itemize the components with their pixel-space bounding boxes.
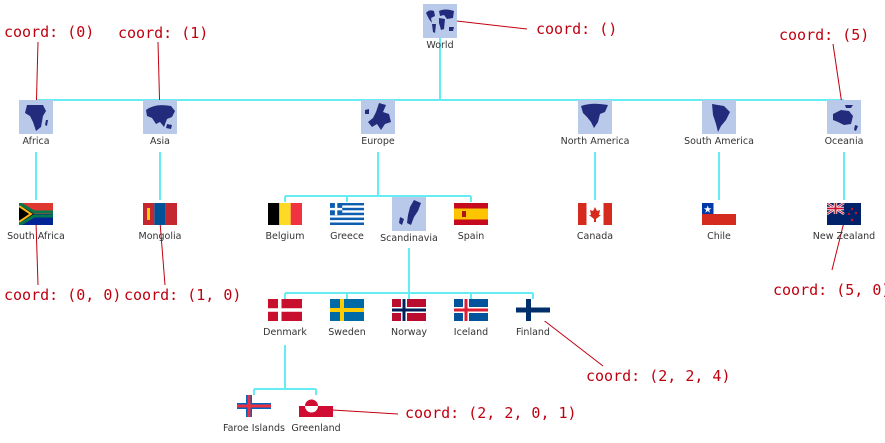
oceania-map-icon xyxy=(827,100,861,134)
node-label: Oceania xyxy=(824,136,864,147)
node-label: Mongolia xyxy=(138,231,182,242)
node-south-america[interactable]: South America xyxy=(674,100,764,147)
node-faroe-islands[interactable]: Faroe Islands xyxy=(209,389,299,434)
node-europe[interactable]: Europe xyxy=(333,100,423,147)
node-label: New Zealand xyxy=(812,231,876,242)
south-africa-flag-icon xyxy=(19,203,53,225)
africa-map-icon xyxy=(19,100,53,134)
norway-flag-icon xyxy=(392,299,426,321)
node-label: Belgium xyxy=(265,231,305,242)
node-label: South Africa xyxy=(7,231,65,242)
node-label: North America xyxy=(560,136,630,147)
annotation-finland: coord: (2, 2, 4) xyxy=(586,367,731,385)
spain-flag-icon xyxy=(454,203,488,225)
node-label: Finland xyxy=(516,327,550,338)
node-greece[interactable]: Greece xyxy=(302,197,392,242)
north-america-map-icon xyxy=(578,100,612,134)
node-label: Asia xyxy=(150,136,170,147)
annotation-south-africa: coord: (0, 0) xyxy=(4,286,122,304)
node-label: World xyxy=(426,40,454,51)
mongolia-flag-icon xyxy=(143,203,177,225)
scandinavia-map-icon xyxy=(392,197,426,231)
node-oceania[interactable]: Oceania xyxy=(799,100,885,147)
node-label: Europe xyxy=(361,136,395,147)
annotation-greenland: coord: (2, 2, 0, 1) xyxy=(405,404,577,422)
node-label: Africa xyxy=(22,136,50,147)
node-iceland[interactable]: Iceland xyxy=(426,293,516,338)
node-belgium[interactable]: Belgium xyxy=(240,197,330,242)
node-africa[interactable]: Africa xyxy=(0,100,81,147)
belgium-flag-icon xyxy=(268,203,302,225)
denmark-flag-icon xyxy=(268,299,302,321)
annotation-oceania: coord: (5) xyxy=(779,26,870,44)
node-label: Iceland xyxy=(453,327,489,338)
node-norway[interactable]: Norway xyxy=(364,293,454,338)
node-north-america[interactable]: North America xyxy=(550,100,640,147)
node-label: Greece xyxy=(330,231,364,242)
annotation-africa: coord: (0) xyxy=(4,23,95,41)
node-finland[interactable]: Finland xyxy=(488,293,578,338)
greece-flag-icon xyxy=(330,203,364,225)
node-scandinavia[interactable]: Scandinavia xyxy=(364,197,454,244)
node-label: Denmark xyxy=(263,327,307,338)
chile-flag-icon xyxy=(702,203,736,225)
node-label: Faroe Islands xyxy=(222,423,285,434)
greenland-flag-icon xyxy=(299,395,333,417)
annotation-new-zealand: coord: (5, 0) xyxy=(773,281,885,299)
annotation-mongolia: coord: (1, 0) xyxy=(124,286,242,304)
annotation-root: coord: () xyxy=(536,20,618,38)
node-spain[interactable]: Spain xyxy=(426,197,516,242)
node-chile[interactable]: Chile xyxy=(674,197,764,242)
iceland-flag-icon xyxy=(454,299,488,321)
world-map-icon xyxy=(423,4,457,38)
node-label: Canada xyxy=(576,231,614,242)
node-label: Greenland xyxy=(291,423,341,434)
canada-flag-icon xyxy=(578,203,612,225)
sweden-flag-icon xyxy=(330,299,364,321)
faroe-islands-flag-icon xyxy=(237,395,271,417)
node-asia[interactable]: Asia xyxy=(115,100,205,147)
node-south-africa[interactable]: South Africa xyxy=(0,197,81,242)
finland-flag-icon xyxy=(516,299,550,321)
south-america-map-icon xyxy=(702,100,736,134)
node-label: Spain xyxy=(457,231,485,242)
europe-map-icon xyxy=(361,100,395,134)
annotation-asia: coord: (1) xyxy=(118,24,209,42)
node-label: Norway xyxy=(390,327,428,338)
node-denmark[interactable]: Denmark xyxy=(240,293,330,338)
node-label: Scandinavia xyxy=(380,233,438,244)
node-label: Chile xyxy=(707,231,731,242)
node-greenland[interactable]: Greenland xyxy=(271,389,361,434)
node-world[interactable]: World xyxy=(395,4,485,51)
node-label: Sweden xyxy=(328,327,366,338)
node-label: South America xyxy=(684,136,754,147)
node-new-zealand[interactable]: New Zealand xyxy=(799,197,885,242)
asia-map-icon xyxy=(143,100,177,134)
node-canada[interactable]: Canada xyxy=(550,197,640,242)
node-mongolia[interactable]: Mongolia xyxy=(115,197,205,242)
node-sweden[interactable]: Sweden xyxy=(302,293,392,338)
new-zealand-flag-icon xyxy=(827,203,861,225)
